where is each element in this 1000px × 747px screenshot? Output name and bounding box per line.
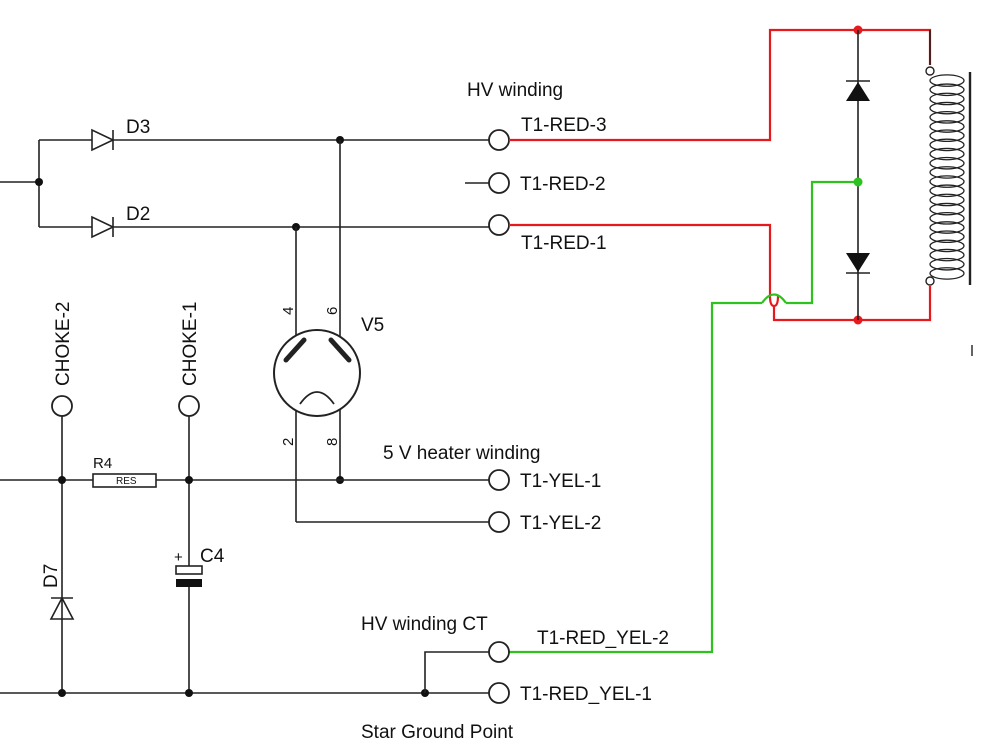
terminal-t1-red-3 <box>488 129 510 151</box>
diode-d3 <box>91 128 115 152</box>
t1-red-2-label: T1-RED-2 <box>520 174 606 195</box>
coil-turn <box>929 230 965 244</box>
t1-red-3-label: T1-RED-3 <box>521 115 607 136</box>
hv-winding-label: HV winding <box>467 80 563 101</box>
coil-turn <box>929 239 965 253</box>
coil-turn <box>929 175 965 188</box>
coil-turn <box>929 83 965 97</box>
terminal-choke-1 <box>178 395 200 417</box>
coil-turn <box>929 166 965 179</box>
star-ground-label: Star Ground Point <box>361 722 514 743</box>
coil-turn <box>929 120 965 133</box>
pin-4-label: 4 <box>280 307 297 315</box>
coil-turn <box>929 184 965 198</box>
terminal-t1-red-2 <box>488 172 510 194</box>
coil-turn <box>929 138 965 152</box>
pin-8-label: 8 <box>324 438 341 446</box>
coil-turn <box>929 156 965 170</box>
pin-2-label: 2 <box>280 438 297 446</box>
d3-label: D3 <box>126 117 150 138</box>
t1-yel-1-label: T1-YEL-1 <box>520 471 601 492</box>
terminal-choke-2 <box>51 395 73 417</box>
rectifier-diodes: D3 D2 <box>0 117 489 239</box>
coil-turn <box>929 221 965 234</box>
d7-label: D7 <box>41 564 62 588</box>
terminal-t1-yel-1 <box>488 469 510 491</box>
coil-turn <box>929 248 965 262</box>
coil-turn <box>929 110 965 124</box>
c4-label: C4 <box>200 546 225 567</box>
res-label: RES <box>116 476 137 487</box>
coil-turn <box>929 193 965 207</box>
ct-wire <box>509 180 858 654</box>
r4-label: R4 <box>93 455 112 472</box>
coil-turn <box>929 92 965 106</box>
winding-diodes <box>846 30 870 320</box>
terminal-t1-red-1 <box>488 214 510 236</box>
terminal-t1-red-yel-1 <box>488 682 510 704</box>
t1-yel-2-label: T1-YEL-2 <box>520 513 601 534</box>
transformer-coil <box>925 30 973 356</box>
choke-1-label: CHOKE-1 <box>180 302 201 386</box>
coil-turn <box>929 202 965 216</box>
coil-turn <box>929 74 965 87</box>
hv-winding-ct-label: HV winding CT <box>361 614 488 635</box>
t1-red-1-label: T1-RED-1 <box>521 233 607 254</box>
coil-turn <box>929 257 965 271</box>
d2-label: D2 <box>126 204 150 225</box>
coil-turn <box>929 129 965 143</box>
coil-turn <box>929 267 965 280</box>
choke-2-label: CHOKE-2 <box>53 302 74 386</box>
c4-plus-label: + <box>174 549 183 566</box>
terminal-t1-red-yel-2 <box>488 641 510 663</box>
diode-d2 <box>91 215 115 239</box>
coil-turn <box>929 211 965 225</box>
pin-6-label: 6 <box>324 307 341 315</box>
t1-red-yel-2-label: T1-RED_YEL-2 <box>537 628 669 649</box>
v5-label: V5 <box>361 315 384 336</box>
diode-d7 <box>49 596 75 620</box>
capacitor-c4 <box>175 565 203 587</box>
coil-turn <box>929 101 965 115</box>
rectifier-tube-v5 <box>273 140 361 522</box>
t1-red-yel-1-label: T1-RED_YEL-1 <box>520 684 652 705</box>
coil-turn <box>929 147 965 161</box>
heater-winding-label: 5 V heater winding <box>383 443 540 464</box>
terminal-t1-yel-2 <box>488 511 510 533</box>
